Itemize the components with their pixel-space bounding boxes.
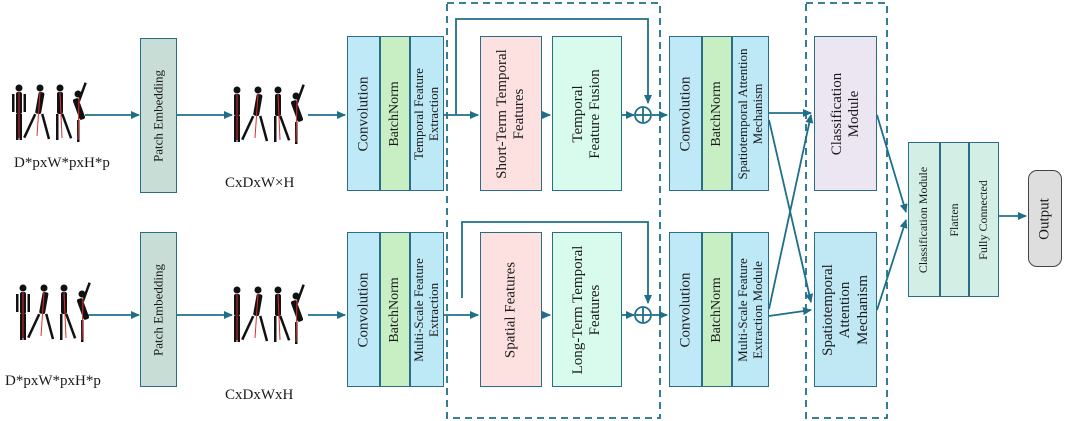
temporal-feature-extraction-block: Temporal Feature Extraction <box>410 36 444 191</box>
long-term-temporal-features-block: Long-Term Temporal Features <box>552 232 622 387</box>
input-shape-label-top: D*pxW*pxH*p <box>14 155 110 171</box>
short-term-temporal-features-block: Short-Term Temporal Features <box>480 36 542 191</box>
batchnorm-block-bottom-2: BatchNorm <box>702 232 732 387</box>
classification-module-block: Classification Module <box>814 36 877 191</box>
batchnorm-block-bottom: BatchNorm <box>380 232 410 387</box>
patch-embedding-bottom: Patch Embedding <box>140 232 177 387</box>
embedding-shape-label-top: CxDxW×H <box>225 175 295 191</box>
batchnorm-block-top: BatchNorm <box>380 36 410 191</box>
input-shape-label-bottom: D*pxW*pxH*p <box>5 373 101 389</box>
conv-block-bottom-2: Convolution <box>669 232 702 387</box>
conv-block-top-2: Convolution <box>669 36 702 191</box>
output-block: Output <box>1028 170 1062 267</box>
human-pose-frames-top <box>12 82 87 142</box>
final-classification-module-block: Classification Module <box>908 142 940 297</box>
multi-scale-feature-extraction-block: Multi-Scale Feature Extraction <box>410 232 444 387</box>
embedded-pose-frames-top <box>233 84 305 144</box>
dashed-frame-branches <box>446 2 661 419</box>
dashed-frame-modules <box>805 2 888 419</box>
conv-block-top: Convolution <box>347 36 380 191</box>
embedded-pose-frames-bottom <box>233 284 305 344</box>
patch-embedding-top: Patch Embedding <box>140 38 177 193</box>
fully-connected-block: Fully Connected <box>969 142 999 297</box>
temporal-feature-fusion-block: Temporal Feature Fusion <box>552 36 622 191</box>
multi-scale-feature-extraction-module-block: Multi-Scale Feature Extraction Module <box>732 232 769 387</box>
spatiotemporal-attention-block: Spatiotemporal Attention Mechanism <box>732 36 769 191</box>
human-pose-frames-bottom <box>16 282 91 342</box>
spatiotemporal-attention-mechanism-block: Spatiotemporal Attention Mechanism <box>814 232 877 387</box>
spatial-features-block: Spatial Features <box>480 232 542 387</box>
batchnorm-block-top-2: BatchNorm <box>702 36 732 191</box>
flatten-block: Flatten <box>940 142 969 297</box>
conv-block-bottom: Convolution <box>347 232 380 387</box>
embedding-shape-label-bottom: CxDxWxH <box>225 387 294 403</box>
